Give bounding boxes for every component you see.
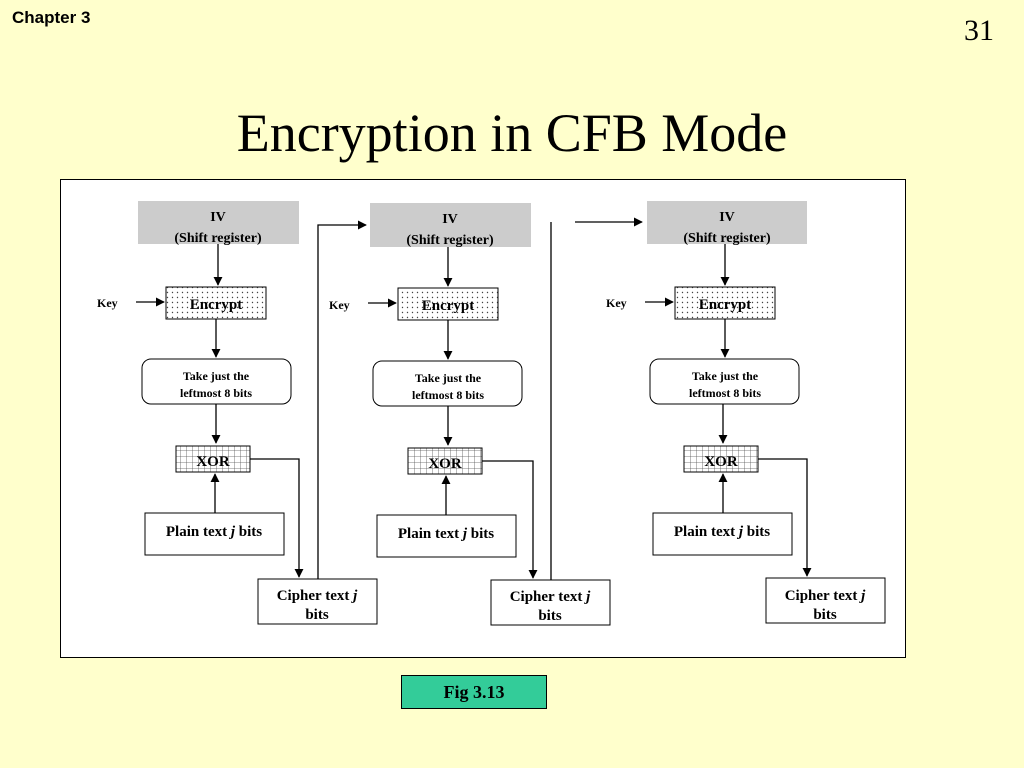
- select-bits-line2: leftmost 8 bits: [412, 388, 484, 402]
- plaintext-label: Plain text j bits: [166, 524, 262, 540]
- shift-register-box: [138, 201, 299, 244]
- xor-box: [175, 445, 251, 473]
- ciphertext-label-line2: bits: [305, 607, 329, 623]
- plaintext-label: Plain text j bits: [674, 524, 770, 540]
- key-label: Key: [329, 298, 350, 312]
- xor-to-cipher-arrow: [758, 458, 812, 577]
- stage-3: IV (Shift register) Key Encrypt Take jus…: [606, 201, 886, 624]
- chapter-label: Chapter 3: [12, 8, 91, 27]
- ciphertext-label: Cipher text j: [510, 589, 591, 605]
- xor-box: [407, 447, 483, 475]
- plaintext-label: Plain text j bits: [398, 526, 494, 542]
- register-label: IV: [719, 210, 735, 225]
- register-label: IV: [210, 210, 226, 225]
- stage-2: IV (Shift register) Key Encrypt Take jus…: [329, 203, 611, 626]
- slide-number: 31: [964, 14, 994, 47]
- encrypt-label: Encrypt: [699, 297, 752, 313]
- ciphertext-box: [765, 577, 886, 624]
- select-bits-line1: Take just the: [692, 369, 759, 383]
- select-bits-box: [649, 358, 800, 405]
- key-label: Key: [97, 296, 118, 310]
- xor-box: [683, 445, 759, 473]
- ciphertext-label-line2: bits: [538, 608, 562, 624]
- plaintext-box: [144, 512, 285, 556]
- register-sublabel: (Shift register): [174, 231, 262, 246]
- slide-title: Encryption in CFB Mode: [236, 103, 788, 163]
- stage-1: IV (Shift register) Key Encrypt Take jus…: [97, 201, 378, 625]
- key-label: Key: [606, 296, 627, 310]
- register-label: IV: [442, 212, 458, 227]
- ciphertext-label: Cipher text j: [785, 588, 866, 604]
- xor-to-cipher-arrow: [250, 458, 304, 578]
- feedback-arrow: [317, 220, 367, 579]
- shift-register-box: [647, 201, 807, 244]
- select-bits-line2: leftmost 8 bits: [180, 386, 252, 400]
- encrypt-box: [165, 286, 267, 320]
- xor-label: XOR: [428, 456, 462, 472]
- ciphertext-label: Cipher text j: [277, 588, 358, 604]
- plaintext-box: [652, 512, 793, 556]
- xor-label: XOR: [196, 454, 230, 470]
- register-sublabel: (Shift register): [406, 233, 494, 248]
- diagram-frame: [60, 179, 906, 658]
- select-bits-line1: Take just the: [415, 371, 482, 385]
- encrypt-box: [674, 286, 776, 320]
- xor-to-cipher-arrow: [482, 460, 538, 579]
- plaintext-box: [376, 514, 517, 558]
- select-bits-line1: Take just the: [183, 369, 250, 383]
- figure-caption: Fig 3.13: [401, 675, 547, 709]
- register-sublabel: (Shift register): [683, 231, 771, 246]
- ciphertext-label-line2: bits: [813, 607, 837, 623]
- encrypt-label: Encrypt: [190, 297, 243, 313]
- xor-label: XOR: [704, 454, 738, 470]
- shift-register-box: [370, 203, 531, 247]
- select-bits-line2: leftmost 8 bits: [689, 386, 761, 400]
- encrypt-label: Encrypt: [422, 298, 475, 314]
